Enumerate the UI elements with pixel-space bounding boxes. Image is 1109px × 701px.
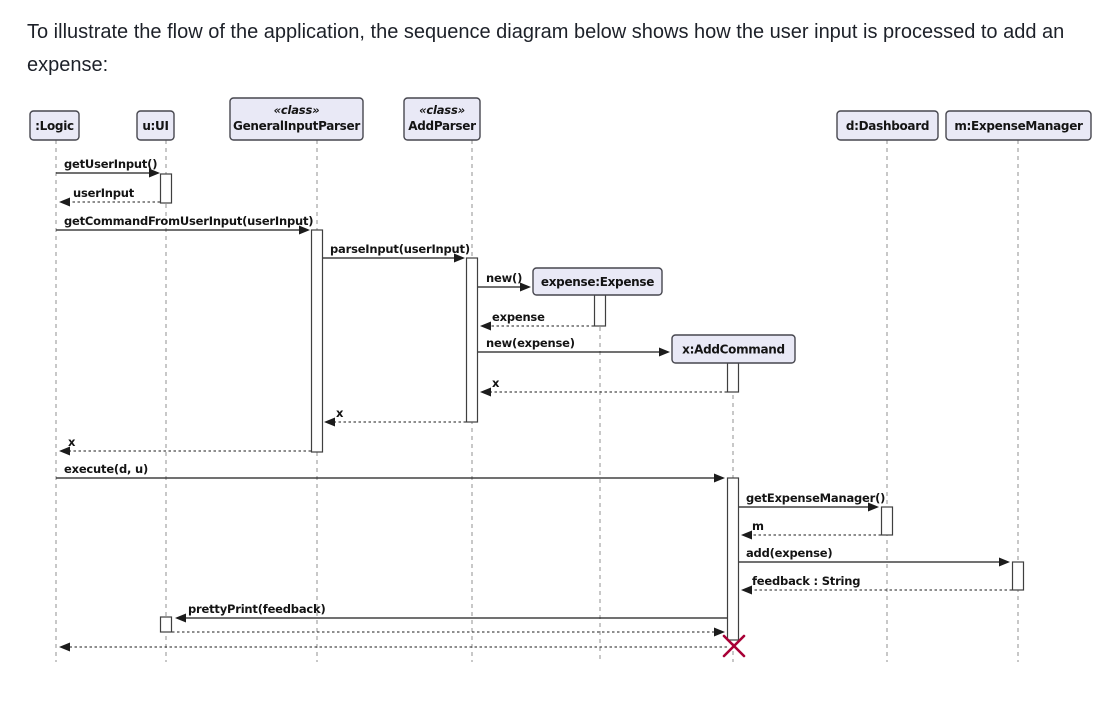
- message-feedback-string: feedback : String: [741, 574, 1012, 595]
- participant-box-em: m:ExpenseManager: [945, 110, 1092, 141]
- participant-name: m:ExpenseManager: [954, 119, 1083, 133]
- arrowhead-icon: [324, 417, 335, 427]
- participant-box-ui: u:UI: [136, 110, 175, 141]
- activation-addcommand: [726, 477, 740, 641]
- arrowhead-icon: [454, 253, 465, 263]
- message-x: x: [480, 376, 727, 397]
- message-label: userInput: [73, 186, 135, 200]
- arrowhead-icon: [480, 387, 491, 397]
- arrowhead-icon: [480, 321, 491, 331]
- arrowhead-icon: [520, 282, 531, 292]
- participant-rect: [945, 110, 1092, 141]
- arrowhead-icon: [299, 225, 310, 235]
- participant-rect: [29, 110, 80, 141]
- participant-box-logic: :Logic: [29, 110, 80, 141]
- participant-name: x:AddCommand: [682, 343, 785, 357]
- arrowhead-icon: [175, 613, 186, 623]
- participant-box-addparser: «class» AddParser: [403, 97, 481, 141]
- message-label: x: [68, 435, 76, 449]
- participant-name: u:UI: [142, 119, 168, 133]
- message-label: getExpenseManager(): [746, 491, 885, 505]
- message-label: x: [336, 406, 344, 420]
- message-label: parseInput(userInput): [330, 242, 470, 256]
- arrowhead-icon: [741, 530, 752, 540]
- message-add-expense: add(expense): [739, 546, 1010, 567]
- message-getcommandfromuserinput-userinput: getCommandFromUserInput(userInput): [56, 214, 314, 235]
- message-label: new(): [486, 271, 522, 285]
- message-label: m: [752, 519, 764, 533]
- message-label: x: [492, 376, 500, 390]
- arrowhead-icon: [659, 347, 670, 357]
- participant-name: d:Dashboard: [846, 119, 929, 133]
- message-label: add(expense): [746, 546, 832, 560]
- arrowhead-icon: [59, 197, 70, 207]
- message-getexpensemanager: getExpenseManager(): [739, 491, 885, 512]
- message-new: new(): [478, 271, 531, 292]
- activation-expense: [593, 294, 607, 327]
- participant-rect: [836, 110, 939, 141]
- arrowhead-icon: [149, 168, 160, 178]
- participant-rect: [229, 97, 364, 141]
- intro-text: To illustrate the flow of the applicatio…: [27, 21, 1065, 76]
- message-label: prettyPrint(feedback): [188, 602, 326, 616]
- message-m: m: [741, 519, 881, 540]
- activation-ui: [159, 173, 173, 204]
- message-return-ui-addcommand: [172, 627, 725, 637]
- message-label: expense: [492, 310, 545, 324]
- participant-name: AddParser: [408, 119, 476, 133]
- arrowhead-icon: [999, 557, 1010, 567]
- participant-rect: [532, 267, 663, 296]
- participant-box-dashboard: d:Dashboard: [836, 110, 939, 141]
- arrowhead-icon: [868, 502, 879, 512]
- activation-dashboard: [880, 506, 894, 536]
- message-execute-d-u: execute(d, u): [56, 462, 725, 483]
- message-x: x: [324, 406, 466, 427]
- message-return-addcommand-logic: [59, 642, 727, 652]
- message-label: execute(d, u): [64, 462, 148, 476]
- arrowhead-icon: [714, 473, 725, 483]
- message-expense: expense: [480, 310, 594, 331]
- participant-name: expense:Expense: [541, 275, 654, 289]
- message-new-expense: new(expense): [478, 336, 670, 357]
- message-label: feedback : String: [752, 574, 860, 588]
- participant-stereotype: «class»: [419, 103, 465, 117]
- message-label: new(expense): [486, 336, 575, 350]
- message-label: getCommandFromUserInput(userInput): [64, 214, 313, 228]
- arrowhead-icon: [714, 627, 725, 637]
- destroy-stroke: [722, 634, 746, 658]
- participant-rect: [403, 97, 481, 141]
- activation-em: [1011, 561, 1025, 591]
- destroy-x-icon: [722, 634, 746, 658]
- message-getuserinput: getUserInput(): [56, 157, 160, 178]
- arrowhead-icon: [59, 446, 70, 456]
- activation-addcommand: [726, 362, 740, 393]
- activation-ui: [159, 616, 173, 633]
- activation-addparser: [465, 257, 479, 423]
- message-prettyprint-feedback: prettyPrint(feedback): [175, 602, 727, 623]
- participant-box-gip: «class» GeneralInputParser: [229, 97, 364, 141]
- arrowhead-icon: [59, 642, 70, 652]
- arrowhead-icon: [741, 585, 752, 595]
- message-label: getUserInput(): [64, 157, 157, 171]
- participant-name: GeneralInputParser: [233, 119, 360, 133]
- participant-rect: [671, 334, 796, 364]
- message-parseinput-userinput: parseInput(userInput): [323, 242, 470, 263]
- object-box-expense: expense:Expense: [532, 267, 663, 296]
- participant-rect: [136, 110, 175, 141]
- activation-gip: [310, 229, 324, 453]
- participant-stereotype: «class»: [274, 103, 320, 117]
- message-userinput: userInput: [59, 186, 160, 207]
- participant-name: :Logic: [35, 119, 74, 133]
- object-box-addcommand: x:AddCommand: [671, 334, 796, 364]
- message-x: x: [59, 435, 311, 456]
